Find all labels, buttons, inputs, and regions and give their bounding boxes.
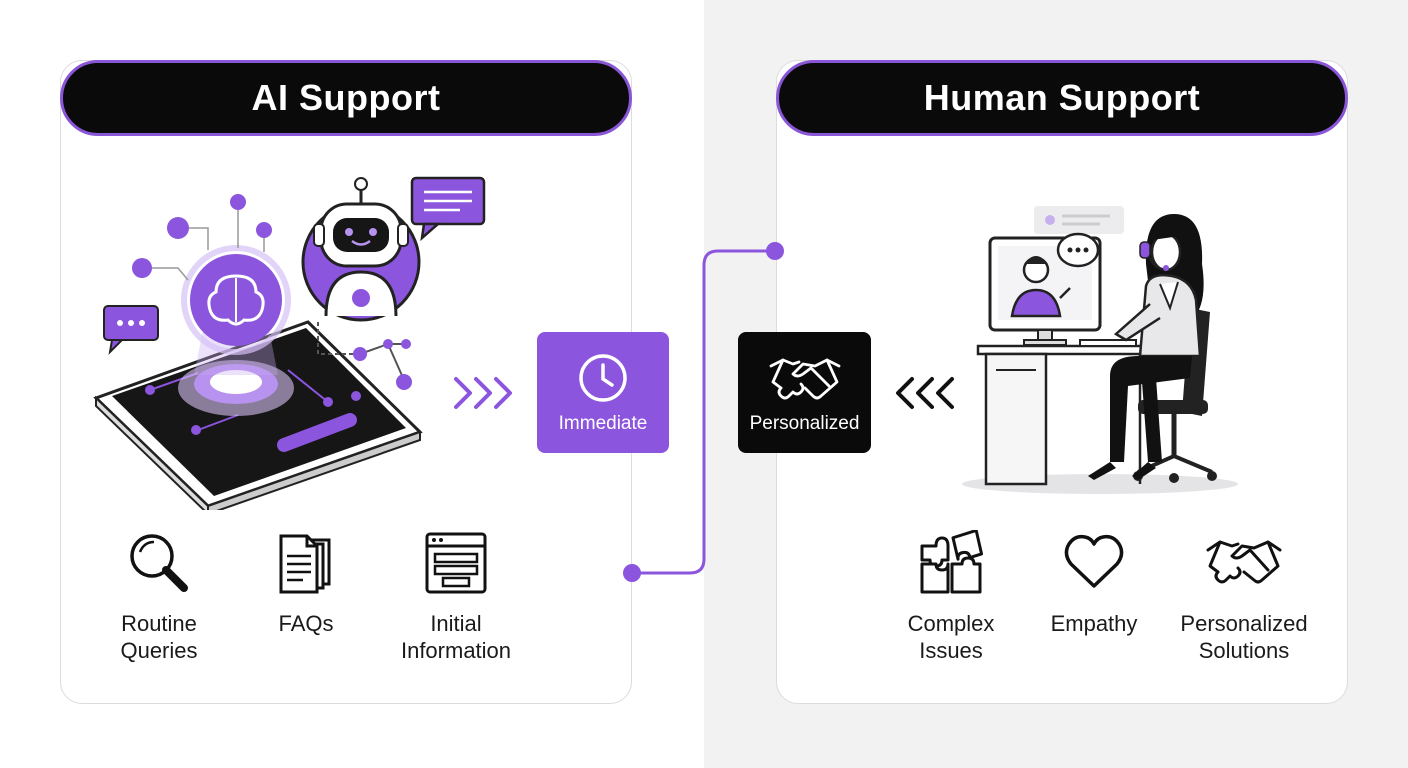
magnifier-icon [130,534,188,592]
robot-icon [301,177,421,322]
feature-initial-information: Initial Information [381,530,531,664]
personalized-label: Personalized [749,413,860,434]
immediate-badge: Immediate [537,332,669,453]
arrows-right-icon [454,377,512,409]
immediate-label: Immediate [558,413,648,434]
documents-icon [279,534,331,594]
feature-personalized-solutions: Personalized Solutions [1169,530,1319,664]
ai-support-title: AI Support [251,77,441,118]
ai-support-header: AI Support [60,60,632,136]
browser-window-icon [425,532,487,594]
feature-label: Empathy [1050,611,1138,636]
feature-routine-queries: Routine Queries [84,530,234,664]
handshake-icon [769,358,840,400]
arrows-left-icon [896,377,954,409]
feature-complex-issues: Complex Issues [876,530,1026,664]
ai-tablet-robot-illustration [93,176,486,510]
clock-icon [579,354,627,402]
chat-bubble-icon [103,305,159,355]
feature-faqs: FAQs [231,530,381,637]
human-agent-desk-illustration [962,206,1238,494]
feature-label: Initial Information [400,611,512,663]
message-bubble-icon [410,176,486,242]
personalized-badge: Personalized [738,332,871,453]
human-support-title: Human Support [923,77,1201,118]
human-support-header: Human Support [776,60,1348,136]
heart-icon [1064,534,1124,588]
support-agent-icon [1088,214,1204,480]
feature-label: FAQs [278,611,334,636]
puzzle-icon [920,530,984,594]
brain-icon [181,245,291,355]
feature-label: Routine Queries [120,611,198,663]
feature-label: Personalized Solutions [1180,611,1308,663]
speech-bubble-icon [1056,232,1100,268]
human-support-panel [776,60,1348,704]
feature-empathy: Empathy [1019,530,1169,637]
feature-label: Complex Issues [907,611,995,663]
handshake-icon [1206,540,1282,584]
